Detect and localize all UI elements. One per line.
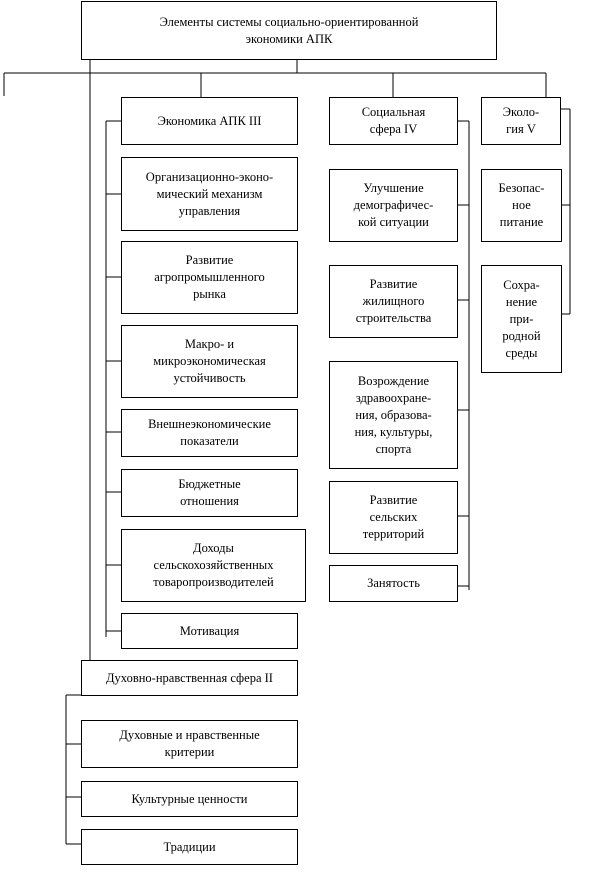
ecology-item-box: Сохра- нение при- родной среды	[481, 265, 562, 373]
social-item-box: Развитие сельских территорий	[329, 481, 458, 554]
spiritual-item-box: Традиции	[81, 829, 298, 865]
spiritual-item-box: Духовные и нравственные критерии	[81, 720, 298, 768]
economy-item-box: Организационно-эконо- мический механизм …	[121, 157, 298, 231]
social-item-box: Развитие жилищного строительства	[329, 265, 458, 338]
economy-item-box: Доходы сельскохозяйственных товаропроизв…	[121, 529, 306, 602]
root-box: Элементы системы социально-ориентированн…	[81, 1, 497, 60]
economy-item-box: Развитие агропромышленного рынка	[121, 241, 298, 314]
social-item-box: Улучшение демографичес- кой ситуации	[329, 169, 458, 242]
social-title-box: Социальная сфера IV	[329, 97, 458, 145]
ecology-title-box: Эколо- гия V	[481, 97, 561, 145]
social-item-box: Занятость	[329, 565, 458, 602]
economy-item-box: Мотивация	[121, 613, 298, 649]
economy-item-box: Внешнеэкономические показатели	[121, 409, 298, 457]
economy-item-box: Бюджетные отношения	[121, 469, 298, 517]
economy-title-box: Экономика АПК III	[121, 97, 298, 145]
ecology-item-box: Безопас- ное питание	[481, 169, 562, 242]
spiritual-title-box: Духовно-нравственная сфера II	[81, 660, 298, 696]
economy-item-box: Макро- и микроэкономическая устойчивость	[121, 325, 298, 398]
spiritual-item-box: Культурные ценности	[81, 781, 298, 817]
social-item-box: Возрождение здравоохране- ния, образова-…	[329, 361, 458, 469]
